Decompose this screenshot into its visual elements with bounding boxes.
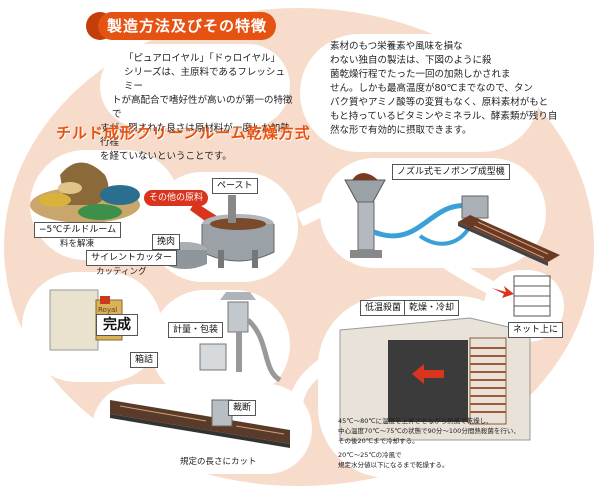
bottom-conveyor-illustration: [110, 399, 290, 448]
desc-line: パク質やアミノ酸等の変質もなく、原料素材がもと: [330, 97, 549, 108]
intro-line: トが高配合で嗜好性が高いのが第一の特徴で: [112, 95, 293, 120]
desc-line: わない独自の製法は、下図のように殺: [330, 55, 492, 66]
label-other-ingredients: その他の原料: [144, 190, 209, 206]
label-silent-cutter: サイレントカッター: [86, 250, 178, 266]
desc-line: 菌乾燥行程でたった一回の加熱しかされま: [330, 69, 511, 80]
drying-notes: 45℃〜80℃に温度を上昇させながら熱風で乾燥し、 中心温度70℃〜75℃の状態…: [338, 416, 538, 470]
intro-text: 「ピュアロイヤル」「ドゥロイヤル」 シリーズは、主原料であるフレッシュミー トが…: [100, 52, 294, 164]
mixer-illustration: [201, 195, 275, 268]
label-ground-meat: 挽肉: [152, 234, 181, 250]
label-dry-cool: 乾燥・冷却: [404, 300, 460, 316]
label-net: ネット上に: [508, 322, 564, 338]
packaging-machine-illustration: [199, 292, 282, 383]
label-cutting: カッティング: [96, 267, 147, 277]
label-complete: 完成: [96, 314, 138, 336]
label-paste: ペースト: [212, 178, 258, 194]
label-chilled-room: −5℃チルドルーム: [34, 222, 122, 238]
net-rack-illustration: [492, 275, 551, 317]
desc-line: もと持っているビタミンやミネラル、酵素類が残り自: [330, 111, 558, 122]
section-heading: チルド成形クリーンルーム乾燥方式: [56, 124, 311, 142]
label-thaw: 料を解凍: [60, 239, 95, 249]
label-nozzle-pump: ノズル式モノポンプ成型機: [392, 164, 510, 180]
label-cut-length: 規定の長さにカット: [180, 457, 257, 467]
conveyor-illustration: [458, 215, 560, 266]
label-cutting2: 裁断: [228, 400, 257, 416]
drying-room-illustration: [339, 317, 531, 441]
desc-line: せん。しかも最高温度が80℃までなので、タン: [330, 83, 533, 94]
intro-line: シリーズは、主原料であるフレッシュミー: [124, 67, 285, 92]
note-line: 45℃〜80℃に温度を上昇させながら熱風で乾燥し、: [338, 417, 493, 425]
intro-line: すが、隠された良さは原材料が一度しか加熱行程: [100, 123, 290, 148]
note-line: その後20℃まで冷却する。: [338, 437, 419, 445]
intro-line: 「ピュアロイヤル」「ドゥロイヤル」: [124, 53, 280, 64]
cloud-right-text: [300, 34, 540, 152]
label-low-temp: 低温殺菌: [360, 300, 407, 316]
page-title: 製造方法及びその特徴: [98, 12, 276, 40]
intro-line: を経ていないということです。: [100, 151, 232, 162]
note-line: 20℃〜25℃の冷風で: [338, 451, 402, 459]
nozzle-pump-illustration: [344, 173, 489, 258]
desc-line: 然な形で有効的に摂取できます。: [330, 125, 472, 136]
cloud-intro: [100, 44, 290, 128]
note-line: 中心温度70℃〜75℃の状態で90分〜100分間熱殺菌を行い、: [338, 427, 520, 435]
note-line: 規定水分値以下になるまで乾燥する。: [338, 461, 449, 469]
package-brand: Royal: [98, 306, 118, 314]
label-boxing: 箱詰: [130, 352, 159, 368]
desc-line: 素材のもつ栄養素や風味を損な: [330, 41, 463, 52]
right-description-text: 素材のもつ栄養素や風味を損な わない独自の製法は、下図のように殺 菌乾燥行程でた…: [330, 40, 562, 138]
ingredients-illustration: [30, 162, 140, 223]
label-weigh-pack: 計量・包装: [168, 322, 224, 338]
